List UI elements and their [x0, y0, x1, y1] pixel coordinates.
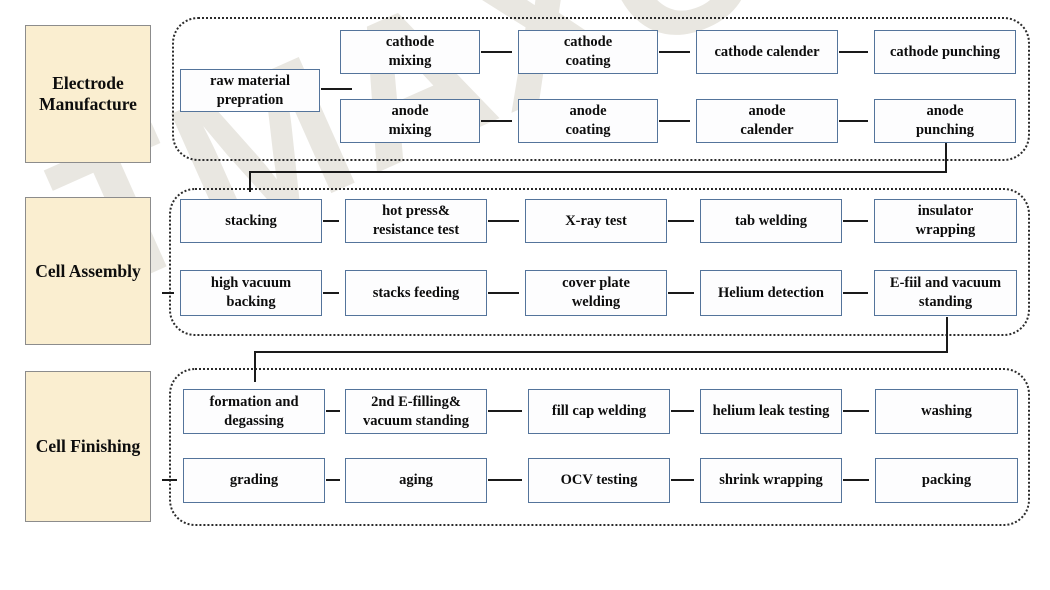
step-2nd-e-filling-vacuum-standing: 2nd E-filling& vacuum standing — [345, 389, 487, 434]
stage-label-cell-finishing: Cell Finishing — [25, 371, 151, 522]
step-insulator-wrapping: insulator wrapping — [874, 199, 1017, 243]
step-x-ray-test: X-ray test — [525, 199, 667, 243]
step-formation-degassing: formation and degassing — [183, 389, 325, 434]
step-e-fill-vacuum-standing: E-fiil and vacuum standing — [874, 270, 1017, 316]
step-anode-punching: anode punching — [874, 99, 1016, 143]
stage-label-cell-assembly: Cell Assembly — [25, 197, 151, 345]
step-grading: grading — [183, 458, 325, 503]
step-helium-detection: Helium detection — [700, 270, 842, 316]
step-hot-press-resistance-test: hot press& resistance test — [345, 199, 487, 243]
step-aging: aging — [345, 458, 487, 503]
step-raw-material-preparation: raw material prepration — [180, 69, 320, 112]
stage-label-electrode-manufacture: Electrode Manufacture — [25, 25, 151, 163]
step-high-vacuum-backing: high vacuum backing — [180, 270, 322, 316]
step-anode-mixing: anode mixing — [340, 99, 480, 143]
step-stacks-feeding: stacks feeding — [345, 270, 487, 316]
step-anode-calender: anode calender — [696, 99, 838, 143]
step-cathode-mixing: cathode mixing — [340, 30, 480, 74]
step-stacking: stacking — [180, 199, 322, 243]
step-helium-leak-testing: helium leak testing — [700, 389, 842, 434]
step-packing: packing — [875, 458, 1018, 503]
step-tab-welding: tab welding — [700, 199, 842, 243]
step-cathode-calender: cathode calender — [696, 30, 838, 74]
step-cathode-coating: cathode coating — [518, 30, 658, 74]
step-fill-cap-welding: fill cap welding — [528, 389, 670, 434]
step-washing: washing — [875, 389, 1018, 434]
step-ocv-testing: OCV testing — [528, 458, 670, 503]
step-cathode-punching: cathode punching — [874, 30, 1016, 74]
step-shrink-wrapping: shrink wrapping — [700, 458, 842, 503]
step-anode-coating: anode coating — [518, 99, 658, 143]
step-cover-plate-welding: cover plate welding — [525, 270, 667, 316]
